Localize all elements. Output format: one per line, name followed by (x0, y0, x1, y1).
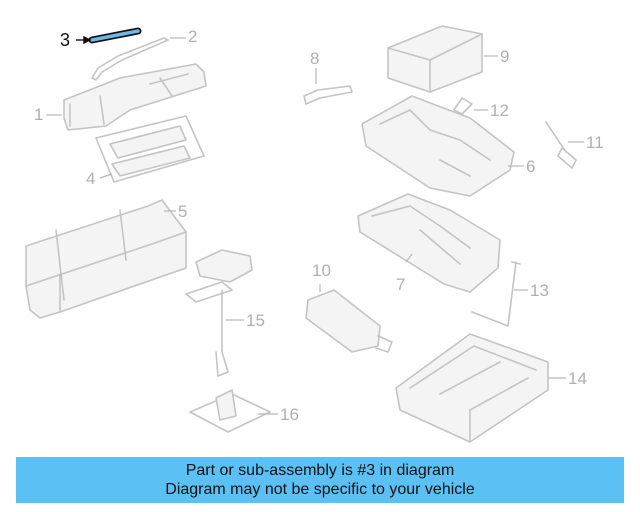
callout-11[interactable]: 11 (586, 133, 604, 152)
callout-2[interactable]: 2 (188, 27, 198, 46)
part-8-key[interactable] (303, 68, 353, 105)
part-15-jack-stand[interactable] (185, 249, 253, 377)
part-11-screwdriver[interactable] (545, 121, 584, 169)
callout-12[interactable]: 12 (490, 101, 509, 120)
part-13-rod[interactable] (471, 261, 528, 327)
part-10-filter[interactable] (305, 284, 393, 353)
callout-10[interactable]: 10 (312, 261, 331, 280)
callout-14[interactable]: 14 (568, 369, 587, 388)
part-2-jack-handle[interactable] (91, 37, 186, 81)
callout-9[interactable]: 9 (500, 47, 510, 66)
part-16-base[interactable] (189, 389, 278, 433)
part-1-jack[interactable] (46, 63, 207, 131)
part-14-container[interactable] (395, 333, 566, 443)
callout-16[interactable]: 16 (280, 405, 299, 424)
part-12-clip[interactable] (453, 97, 488, 115)
part-3-rod[interactable] (76, 27, 142, 45)
callout-6[interactable]: 6 (526, 157, 536, 176)
callout-7[interactable]: 7 (396, 275, 406, 294)
callout-13[interactable]: 13 (530, 281, 549, 300)
part-6-tray[interactable] (361, 95, 524, 197)
part-5-box[interactable] (25, 199, 187, 319)
parts-diagram-drawing (25, 25, 584, 443)
caption-line-1: Part or sub-assembly is #3 in diagram (185, 462, 455, 479)
callout-3[interactable]: 3 (60, 30, 71, 50)
callout-8[interactable]: 8 (310, 49, 320, 68)
part-4-pads[interactable] (95, 115, 205, 183)
caption-line-2: Diagram may not be specific to your vehi… (165, 481, 475, 498)
part-7-lower-tray[interactable] (357, 193, 501, 293)
callout-15[interactable]: 15 (246, 311, 265, 330)
part-9-box[interactable] (387, 25, 498, 93)
caption-banner: Part or sub-assembly is #3 in diagram Di… (16, 457, 624, 503)
callout-1[interactable]: 1 (34, 105, 44, 124)
callout-4[interactable]: 4 (86, 169, 96, 188)
parts-diagram: 3 2 1 4 5 8 9 12 11 6 7 10 13 15 14 16 (25, 25, 604, 443)
callout-5[interactable]: 5 (178, 202, 188, 221)
